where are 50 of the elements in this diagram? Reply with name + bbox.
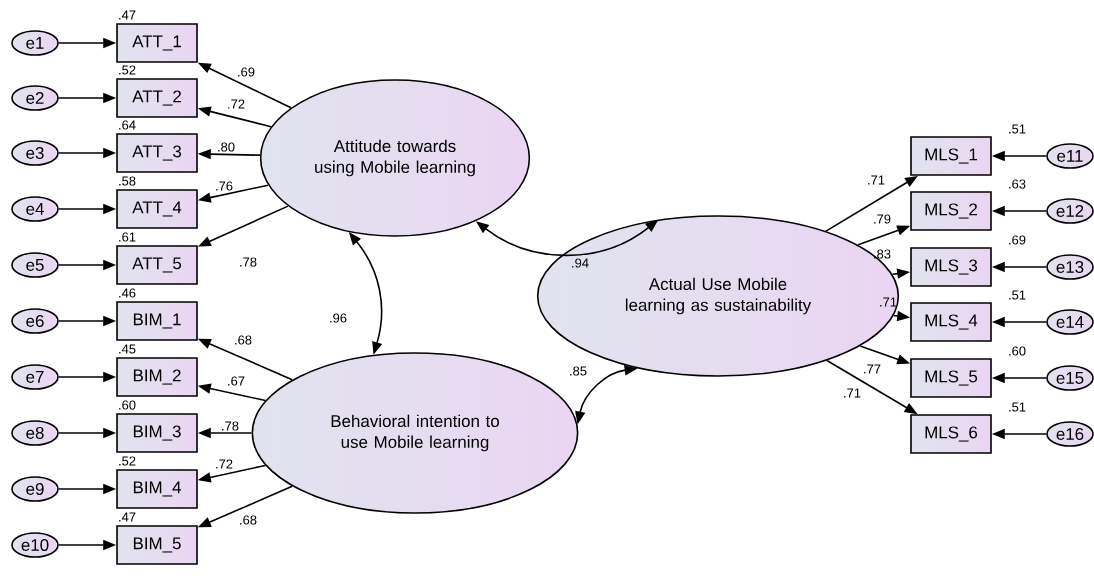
r-squared-label: .60 [1009,346,1026,356]
edge-label: .94 [572,258,589,268]
r-squared-label: .64 [119,120,136,130]
edge-label: .72 [228,99,245,109]
r-squared-label: .51 [1009,290,1026,300]
indicator-box: ATT_5 [116,245,198,285]
edge-label: .67 [228,376,245,386]
edge-label: .77 [864,364,881,374]
edge-label: .71 [844,388,861,398]
indicator-box: MLS_5 [910,358,992,398]
edge-label: .78 [240,257,257,267]
r-squared-label: .51 [1009,124,1026,134]
edge-label: .68 [240,515,257,525]
edge-label: .69 [238,67,255,77]
edge-label: .72 [216,459,233,469]
indicator-box: BIM_2 [116,357,198,397]
r-squared-label: .46 [119,288,136,298]
indicator-box: MLS_1 [910,136,992,176]
edge-label: .71 [868,175,885,185]
indicator-box: ATT_1 [116,23,198,63]
r-squared-label: .61 [119,232,136,242]
edge-label: .68 [235,335,252,345]
r-squared-label: .69 [1009,235,1026,245]
indicator-box: BIM_5 [116,525,198,565]
indicator-box: MLS_6 [910,414,992,454]
r-squared-label: .45 [119,344,136,354]
r-squared-label: .51 [1009,402,1026,412]
r-squared-label: .52 [119,65,136,75]
indicator-box: ATT_3 [116,133,198,173]
edge-label: .96 [330,313,347,323]
r-squared-label: .47 [119,512,136,522]
indicator-box: BIM_1 [116,301,198,341]
r-squared-label: .63 [1009,179,1026,189]
edge-label: .78 [222,421,239,431]
indicator-box: BIM_4 [116,469,198,509]
indicator-box: BIM_3 [116,413,198,453]
indicator-box: MLS_3 [910,247,992,287]
r-squared-label: .52 [119,456,136,466]
edge-label: .83 [874,249,891,259]
edge-label: .71 [880,297,897,307]
indicator-box: MLS_4 [910,302,992,342]
r-squared-label: .58 [119,176,136,186]
edge-label: .79 [874,214,891,224]
edge-label: .80 [218,142,235,152]
indicator-box: MLS_2 [910,191,992,231]
indicator-box: ATT_2 [116,78,198,118]
r-squared-label: .47 [119,10,136,20]
edge-label: .76 [216,181,233,191]
indicator-box: ATT_4 [116,189,198,229]
r-squared-label: .60 [119,400,136,410]
